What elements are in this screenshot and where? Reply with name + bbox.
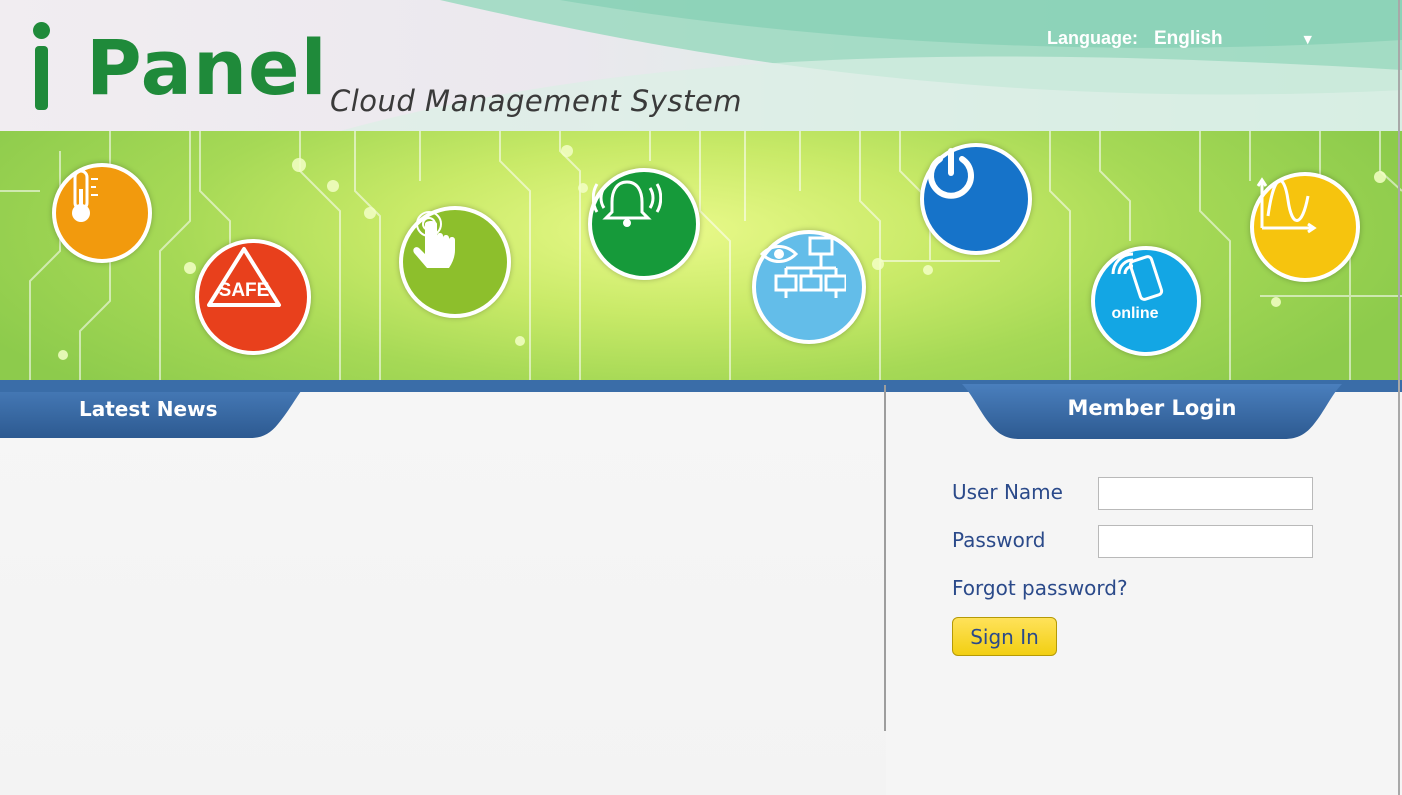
thermometer-icon (52, 163, 152, 263)
power-icon (920, 143, 1032, 255)
member-login-tab: Member Login (962, 384, 1342, 439)
header-swoosh-decoration (340, 0, 1402, 131)
online-label: online (1111, 305, 1158, 322)
latest-news-title: Latest News (79, 397, 218, 421)
network-monitor-icon (752, 230, 866, 344)
logo-i-stem (35, 46, 48, 110)
circuit-lines-decoration (0, 131, 1402, 380)
sign-in-button[interactable]: Sign In (952, 617, 1057, 656)
latest-news-tab-shape (0, 380, 310, 438)
forgot-password-link[interactable]: Forgot password? (952, 576, 1128, 600)
username-label: User Name (952, 480, 1063, 504)
logo-subtitle: Cloud Management System (330, 84, 742, 118)
safe-label: SAFE (219, 280, 270, 301)
page-right-border (1398, 0, 1400, 795)
alarm-bell-icon (588, 168, 700, 280)
touch-hand-icon (399, 206, 511, 318)
language-label: Language: (1047, 28, 1139, 48)
logo-word: Panel (86, 23, 328, 112)
password-label: Password (952, 528, 1046, 552)
username-input[interactable] (1098, 477, 1313, 510)
latest-news-tab: Latest News (0, 380, 310, 438)
news-content-area (0, 380, 886, 795)
panel-divider (884, 385, 886, 731)
safe-icon: SAFE (195, 239, 311, 355)
hero-banner: SAFE (0, 131, 1402, 380)
password-input[interactable] (1098, 525, 1313, 558)
member-login-title: Member Login (1067, 396, 1237, 420)
waveform-chart-icon (1250, 172, 1360, 282)
language-selected-value: English (1154, 28, 1223, 49)
header: Panel Cloud Management System Language: … (0, 0, 1402, 131)
chevron-down-icon: ▼ (1303, 32, 1312, 46)
language-select[interactable]: English ▼ (1148, 24, 1318, 54)
member-login-panel (886, 385, 1402, 795)
online-phone-icon: online (1091, 246, 1201, 356)
member-login-tab-shape (962, 384, 1342, 439)
logo-i-dot (33, 22, 50, 39)
